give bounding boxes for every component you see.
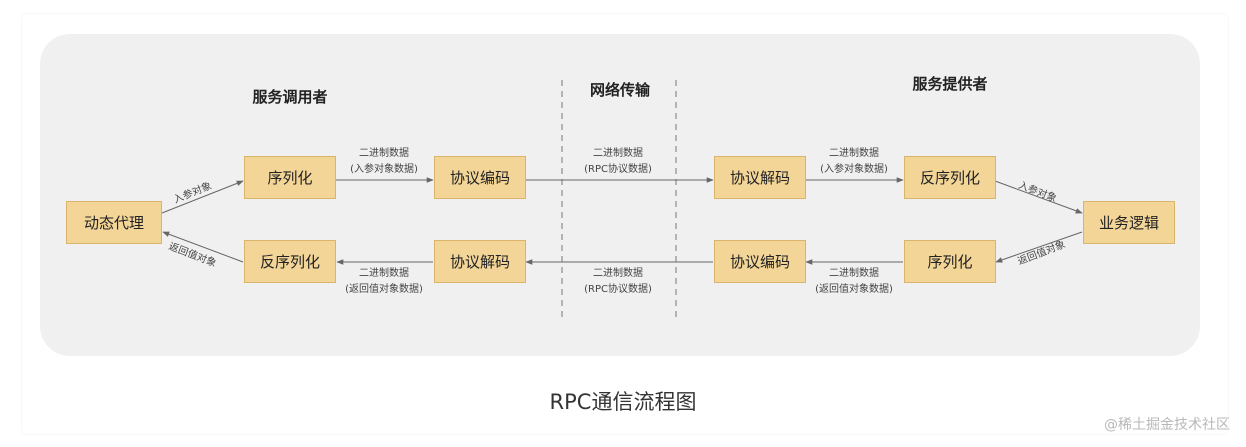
label-provider-response: 二进制数据 (返回值对象数据) — [815, 266, 893, 298]
diagram-panel — [40, 34, 1200, 356]
label-line: 二进制数据 — [359, 148, 409, 159]
label-line: (返回值对象数据) — [345, 284, 423, 295]
arrow-proxy-to-serialize — [161, 180, 244, 214]
label-line: (返回值对象数据) — [815, 284, 893, 295]
node-business-logic: 业务逻辑 — [1083, 201, 1175, 244]
label-line: (入参对象数据) — [350, 164, 418, 175]
node-provider-decode: 协议解码 — [714, 156, 806, 199]
label-line: 二进制数据 — [829, 268, 879, 279]
heading-provider: 服务提供者 — [912, 75, 988, 93]
label-line: (RPC协议数据) — [584, 164, 652, 175]
node-consumer-decode: 协议解码 — [434, 240, 526, 283]
node-consumer-serialize: 序列化 — [244, 156, 336, 199]
node-provider-deserialize: 反序列化 — [904, 156, 996, 199]
arrow-deserialize-to-proxy — [162, 231, 244, 263]
label-line: 二进制数据 — [359, 268, 409, 279]
node-consumer-encode: 协议编码 — [434, 156, 526, 199]
node-provider-serialize: 序列化 — [904, 240, 996, 283]
label-line: (入参对象数据) — [820, 164, 888, 175]
node-dynamic-proxy: 动态代理 — [66, 201, 162, 244]
label-line: (RPC协议数据) — [584, 284, 652, 295]
label-consumer-request: 二进制数据 (入参对象数据) — [350, 146, 418, 178]
heading-network: 网络传输 — [589, 81, 651, 99]
node-provider-encode: 协议编码 — [714, 240, 806, 283]
node-consumer-deserialize: 反序列化 — [244, 240, 336, 283]
label-line: 二进制数据 — [592, 148, 643, 159]
watermark: @稀土掘金技术社区 — [1104, 417, 1230, 433]
arrow-logic-to-serialize — [995, 231, 1083, 263]
label-line: 二进制数据 — [829, 148, 879, 159]
label-network-request: 二进制数据 (RPC协议数据) — [584, 146, 652, 178]
heading-consumer: 服务调用者 — [252, 88, 328, 106]
label-network-response: 二进制数据 (RPC协议数据) — [584, 266, 652, 298]
label-provider-request: 二进制数据 (入参对象数据) — [820, 146, 888, 178]
diagram-caption: RPC通信流程图 — [549, 390, 697, 414]
label-consumer-response: 二进制数据 (返回值对象数据) — [345, 266, 423, 298]
label-line: 二进制数据 — [592, 268, 643, 279]
arrow-deserialize-to-logic — [994, 180, 1083, 214]
